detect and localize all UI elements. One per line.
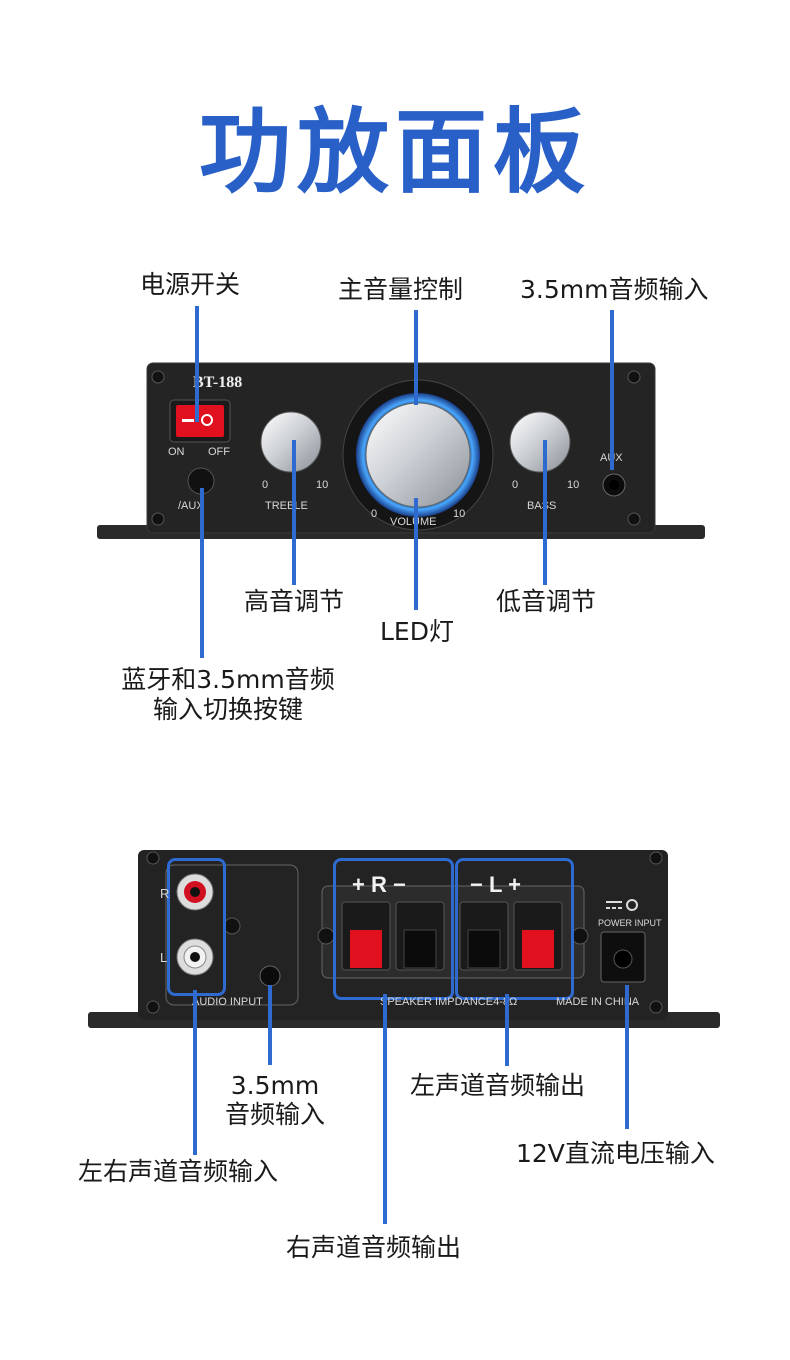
page-title: 功放面板 — [198, 99, 591, 206]
volume-label: VOLUME — [390, 516, 436, 528]
label-aux-input: 3.5mm音频输入 — [520, 275, 709, 304]
label-bt-switch-line2: 输入切换按键 — [152, 695, 303, 724]
pointer-bass — [543, 440, 547, 585]
pointer-power — [195, 306, 199, 422]
switch-off-label: OFF — [208, 446, 230, 458]
volume-max: 10 — [453, 508, 466, 520]
pointer-treble — [292, 440, 296, 585]
pointer-bt-button — [200, 488, 204, 658]
bass-max: 10 — [567, 479, 580, 491]
volume-knob — [365, 402, 471, 508]
label-power-switch: 电源开关 — [140, 270, 241, 299]
label-treble: 高音调节 — [244, 587, 345, 616]
pointer-rca — [193, 990, 197, 1155]
label-dc-in: 12V直流电压输入 — [516, 1139, 715, 1168]
treble-knob — [260, 411, 322, 473]
bass-min: 0 — [512, 479, 519, 491]
treble-max: 10 — [316, 479, 329, 491]
speaker-impedance-label: SPEAKER IMPDANCE4-8Ω — [380, 996, 518, 1008]
back-35mm-jack — [259, 965, 281, 987]
terminal-l-minus — [467, 929, 501, 969]
power-switch-rocker — [176, 405, 224, 437]
pointer-right-out — [383, 994, 387, 1224]
terminal-l-plus — [522, 930, 554, 968]
power-input-label: POWER INPUT — [598, 918, 662, 928]
speaker-r-polarity: + R − — [352, 872, 406, 897]
bt-aux-label: /AUX — [178, 500, 204, 512]
label-main-volume: 主音量控制 — [338, 275, 464, 304]
treble-min: 0 — [262, 479, 269, 491]
pointer-volume — [414, 310, 418, 405]
label-bt-switch-line1: 蓝牙和3.5mm音频 — [121, 665, 335, 694]
label-lr-input: 左右声道音频输入 — [78, 1157, 279, 1186]
pointer-led — [414, 498, 418, 610]
pointer-left-out — [505, 994, 509, 1066]
volume-min: 0 — [371, 508, 378, 520]
treble-label: TREBLE — [265, 500, 308, 512]
label-bass: 低音调节 — [496, 587, 597, 616]
bass-label: BASS — [527, 500, 557, 512]
bass-knob — [509, 411, 571, 473]
speaker-l-polarity: − L + — [470, 872, 521, 897]
pointer-aux — [610, 310, 614, 470]
label-right-out: 右声道音频输出 — [286, 1233, 462, 1262]
front-panel-image — [97, 362, 705, 539]
audio-input-label: AUDIO INPUT — [192, 996, 263, 1008]
terminal-r-minus — [403, 929, 437, 969]
label-back35-line1: 3.5mm — [230, 1071, 320, 1100]
label-led: LED灯 — [380, 617, 454, 646]
switch-on-label: ON — [168, 446, 185, 458]
highlight-left-terminals — [455, 858, 574, 1000]
highlight-right-terminals — [333, 858, 454, 1000]
pointer-back-35 — [268, 985, 272, 1065]
highlight-rca — [167, 858, 226, 996]
label-left-out: 左声道音频输出 — [410, 1071, 586, 1100]
rca-r-label: R — [160, 886, 170, 901]
model-label: BT-188 — [193, 374, 243, 391]
pointer-dc — [625, 985, 629, 1129]
back-panel-image — [88, 850, 720, 1028]
label-back35-line2: 音频输入 — [224, 1100, 325, 1129]
made-in-label: MADE IN CHINA — [556, 996, 640, 1008]
rca-l-label: L — [160, 950, 168, 965]
terminal-r-plus — [350, 930, 382, 968]
